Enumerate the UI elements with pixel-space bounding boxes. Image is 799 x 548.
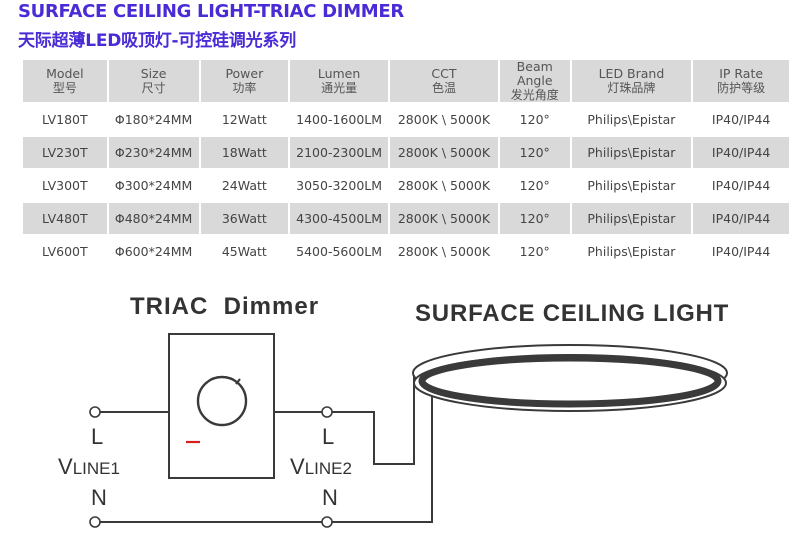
terminals: [89, 406, 333, 528]
cell-led-brand: Philips\Epistar: [571, 236, 692, 267]
dimmer-knob-icon: [196, 375, 248, 427]
label-n-output: N: [322, 485, 338, 510]
cell-ip-rate: IP40/IP44: [693, 236, 789, 267]
cell-size: Φ180*24MM: [108, 104, 199, 135]
v-line2-sub: LINE2: [305, 459, 352, 478]
cell-size: Φ300*24MM: [108, 170, 199, 201]
page-subtitle: 天际超薄LED吸顶灯-可控硅调光系列: [18, 31, 297, 51]
terminal-n-out: [321, 516, 333, 528]
cell-size: Φ480*24MM: [108, 203, 199, 234]
wire-l-to-light: [331, 372, 415, 465]
cell-beam-angle: 120°: [499, 236, 570, 267]
terminal-l-in: [89, 406, 101, 418]
cell-beam-angle: 120°: [499, 104, 570, 135]
label-n-input: N: [91, 485, 107, 510]
cell-model: LV600T: [23, 236, 107, 267]
cell-power: 12Watt: [200, 104, 289, 135]
v-line2-main: V: [290, 454, 305, 479]
dimmer-heading: TRIAC Dimmer: [130, 293, 319, 320]
cell-size: Φ600*24MM: [108, 236, 199, 267]
cell-ip-rate: IP40/IP44: [693, 137, 789, 168]
cell-led-brand: Philips\Epistar: [571, 170, 692, 201]
ceiling-light-icon: [412, 344, 728, 412]
label-v-line1: VLINE1: [58, 454, 120, 479]
cell-size: Φ230*24MM: [108, 137, 199, 168]
page-title: SURFACE CEILING LIGHT-TRIAC DIMMER: [18, 1, 404, 22]
cell-cct: 2800K \ 5000K: [390, 137, 498, 168]
cell-model: LV230T: [23, 137, 107, 168]
v-line1-sub: LINE1: [73, 459, 120, 478]
wires: [100, 372, 433, 523]
cell-power: 18Watt: [200, 137, 289, 168]
cell-cct: 2800K \ 5000K: [390, 236, 498, 267]
cell-power: 24Watt: [200, 170, 289, 201]
cell-cct: 2800K \ 5000K: [390, 203, 498, 234]
table-row: LV230T Φ230*24MM 18Watt 2100-2300LM 2800…: [23, 137, 789, 168]
cell-lumen: 2100-2300LM: [290, 137, 389, 168]
v-line1-main: V: [58, 454, 73, 479]
knob-indicator: [235, 378, 241, 385]
terminal-l-out: [321, 406, 333, 418]
terminal-n-in: [89, 516, 101, 528]
cell-model: LV300T: [23, 170, 107, 201]
cell-power: 45Watt: [200, 236, 289, 267]
cell-lumen: 5400-5600LM: [290, 236, 389, 267]
cell-cct: 2800K \ 5000K: [390, 104, 498, 135]
cell-led-brand: Philips\Epistar: [571, 203, 692, 234]
cell-beam-angle: 120°: [499, 203, 570, 234]
cell-lumen: 4300-4500LM: [290, 203, 389, 234]
wire-n-to-light: [331, 396, 433, 523]
cell-lumen: 1400-1600LM: [290, 104, 389, 135]
label-v-line2: VLINE2: [290, 454, 352, 479]
label-l-output: L: [322, 424, 334, 449]
label-l-input: L: [91, 424, 103, 449]
cell-beam-angle: 120°: [499, 137, 570, 168]
cell-ip-rate: IP40/IP44: [693, 203, 789, 234]
cell-model: LV480T: [23, 203, 107, 234]
table-row: LV600T Φ600*24MM 45Watt 5400-5600LM 2800…: [23, 236, 789, 267]
table-row: LV180T Φ180*24MM 12Watt 1400-1600LM 2800…: [23, 104, 789, 135]
cell-led-brand: Philips\Epistar: [571, 137, 692, 168]
cell-ip-rate: IP40/IP44: [693, 170, 789, 201]
cell-power: 36Watt: [200, 203, 289, 234]
cell-beam-angle: 120°: [499, 170, 570, 201]
table-row: LV300T Φ300*24MM 24Watt 3050-3200LM 2800…: [23, 170, 789, 201]
cell-model: LV180T: [23, 104, 107, 135]
cell-cct: 2800K \ 5000K: [390, 170, 498, 201]
light-heading: SURFACE CEILING LIGHT: [415, 300, 729, 327]
table-row: LV480T Φ480*24MM 36Watt 4300-4500LM 2800…: [23, 203, 789, 234]
cell-ip-rate: IP40/IP44: [693, 104, 789, 135]
cell-led-brand: Philips\Epistar: [571, 104, 692, 135]
cell-lumen: 3050-3200LM: [290, 170, 389, 201]
